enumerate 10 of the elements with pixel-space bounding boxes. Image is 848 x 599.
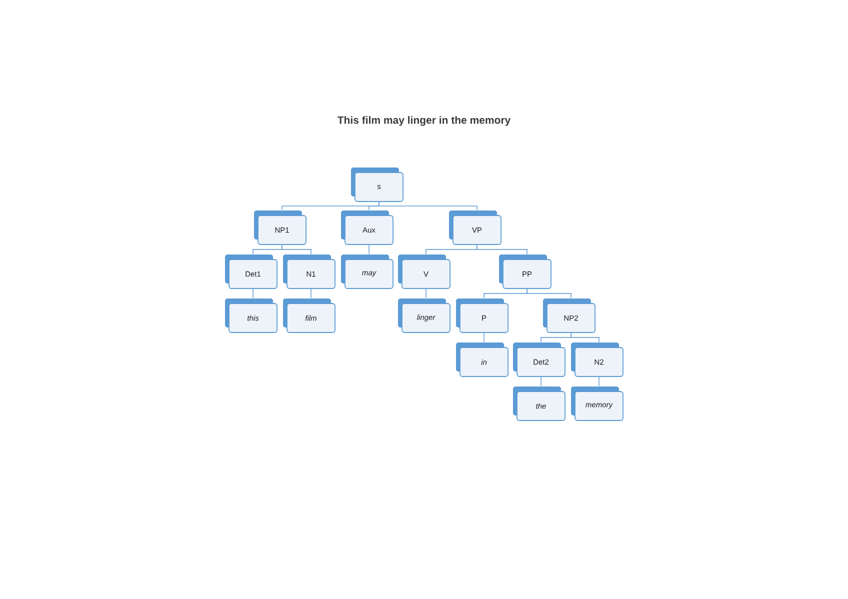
- connector-line: [476, 244, 528, 254]
- connector-line: [252, 288, 254, 298]
- connector-line: [368, 244, 370, 254]
- connector-line: [310, 288, 312, 298]
- connector-line: [526, 288, 572, 298]
- connector-line: [282, 244, 312, 254]
- connector-line: [570, 332, 600, 342]
- diagram-title: This film may linger in the memory: [337, 116, 511, 126]
- connector-line: [598, 376, 600, 386]
- connector-line: [540, 376, 542, 386]
